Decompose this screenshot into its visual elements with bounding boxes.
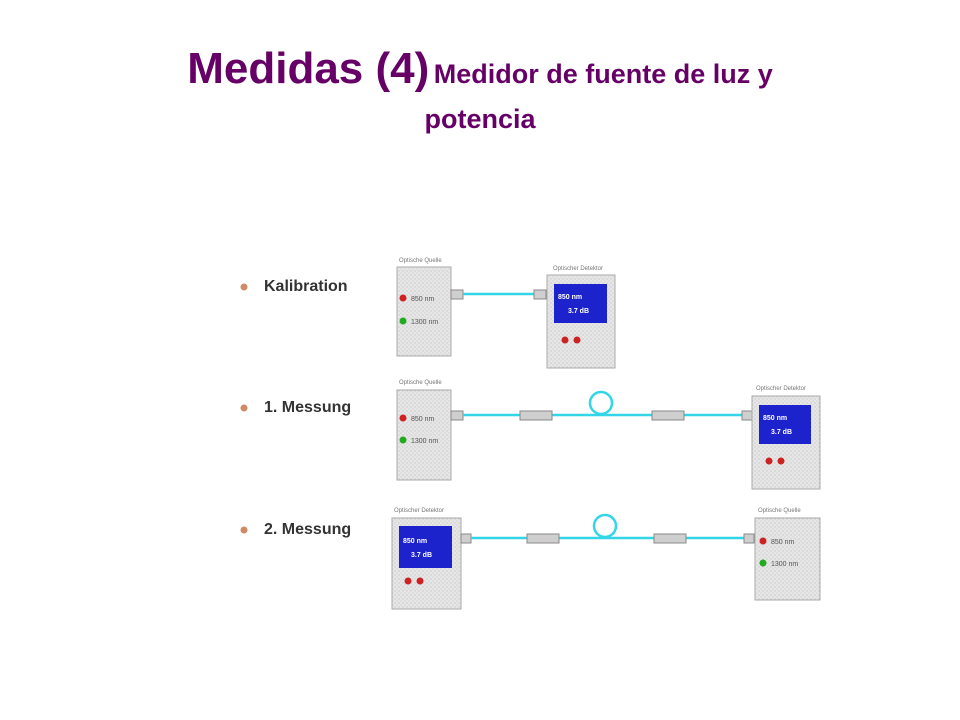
connector-icon (450, 289, 464, 300)
meter-screen (554, 284, 607, 323)
step-measurement-2: 2. Messung Optischer Detektor 850 nm 3.7… (240, 508, 821, 610)
screen-reading: 3.7 dB (568, 308, 589, 315)
device-title: Optischer Detektor (553, 266, 603, 272)
screen-reading: 3.7 dB (771, 429, 792, 436)
red-led-icon (573, 336, 581, 344)
led-label: 1300 nm (771, 561, 798, 568)
connector-icon (743, 533, 755, 544)
led-label: 850 nm (771, 539, 795, 546)
connector-icon (450, 410, 464, 421)
step-measurement-1: 1. Messung Optische Quelle 850 nm 1300 n… (240, 380, 821, 490)
green-led-icon (399, 317, 407, 325)
device-title: Optischer Detektor (394, 508, 444, 514)
connector-icon (741, 410, 753, 421)
screen-wavelength: 850 nm (403, 538, 427, 545)
led-label: 1300 nm (411, 319, 438, 326)
red-led-icon (777, 457, 785, 465)
screen-wavelength: 850 nm (763, 415, 787, 422)
fiber-coupler-icon (519, 410, 553, 421)
step-label: 1. Messung (264, 399, 351, 416)
led-label: 850 nm (411, 296, 435, 303)
green-led-icon (759, 559, 767, 567)
screen-reading: 3.7 dB (411, 552, 432, 559)
meter-screen (759, 405, 811, 444)
light-source-device (396, 266, 452, 357)
red-led-icon (416, 577, 424, 585)
connector-icon (460, 533, 472, 544)
fiber-coupler-icon (526, 533, 560, 544)
step-calibration: Kalibration Optische Quelle 850 nm 1300 … (240, 258, 616, 369)
red-led-icon (404, 577, 412, 585)
red-led-icon (765, 457, 773, 465)
led-label: 850 nm (411, 416, 435, 423)
title-line-1: Medidas (4) Medidor de fuente de luz y (0, 40, 960, 108)
title-sub-part-1: Medidor de fuente de luz y (433, 59, 773, 89)
light-source-device (754, 517, 821, 601)
device-title: Optische Quelle (758, 508, 801, 514)
title-main: Medidas (4) (187, 44, 430, 93)
red-led-icon (399, 294, 407, 302)
connector-icon (533, 289, 547, 300)
meter-screen (399, 526, 452, 568)
title-sub-part-2: potencia (424, 104, 536, 134)
device-title: Optische Quelle (399, 258, 442, 264)
step-label: 2. Messung (264, 521, 351, 538)
red-led-icon (399, 414, 407, 422)
light-source-device (396, 389, 452, 481)
red-led-icon (561, 336, 569, 344)
step-label: Kalibration (264, 278, 348, 295)
fiber-loop-icon (588, 390, 614, 416)
bullet-icon (240, 404, 248, 412)
fiber-loop-icon (592, 513, 618, 539)
bullet-icon (240, 283, 248, 291)
fiber-coupler-icon (651, 410, 685, 421)
measurement-diagram: Kalibration Optische Quelle 850 nm 1300 … (240, 258, 821, 610)
fiber-coupler-icon (653, 533, 687, 544)
device-title: Optischer Detektor (756, 386, 806, 392)
red-led-icon (759, 537, 767, 545)
green-led-icon (399, 436, 407, 444)
device-title: Optische Quelle (399, 380, 442, 386)
slide-title: Medidas (4) Medidor de fuente de luz y p… (0, 40, 960, 136)
bullet-icon (240, 526, 248, 534)
led-label: 1300 nm (411, 438, 438, 445)
screen-wavelength: 850 nm (558, 294, 582, 301)
